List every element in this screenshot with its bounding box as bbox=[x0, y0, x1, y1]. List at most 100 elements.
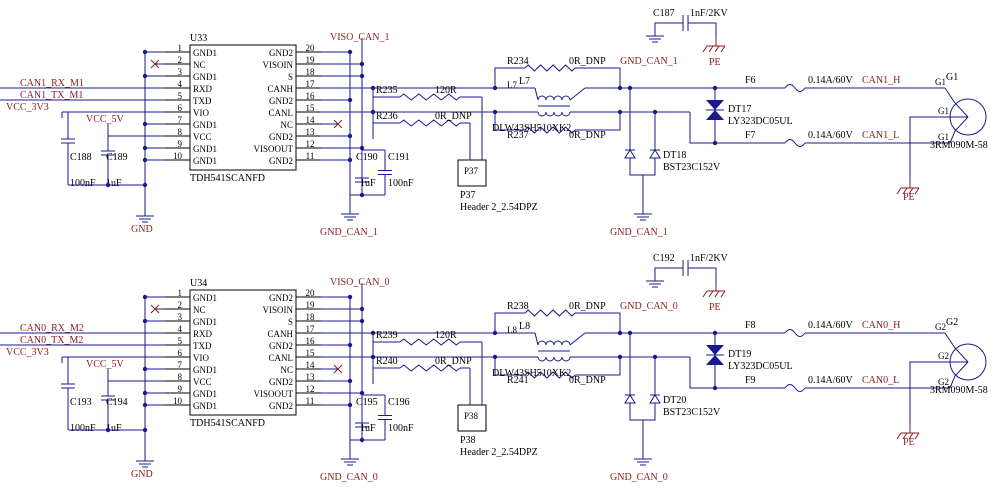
fuse-symbol bbox=[784, 384, 806, 392]
header-part-number: Header 2_2.54DPZ bbox=[460, 202, 538, 213]
ic-pin-name: VCC bbox=[193, 377, 212, 387]
ic-pin-name: CANH bbox=[267, 84, 293, 94]
ic-pin-name: GND1 bbox=[193, 48, 217, 58]
fuse-rating: 0.14A/60V bbox=[808, 130, 854, 141]
isolated-ground-net-label: GND_CAN_1 bbox=[610, 227, 668, 238]
ic-pin-number: 8 bbox=[178, 127, 183, 137]
connector-pin-2: G1 bbox=[938, 106, 949, 116]
capacitor-value: 100nF bbox=[388, 178, 414, 189]
ground-symbol bbox=[341, 208, 359, 221]
junction-dot bbox=[142, 182, 148, 188]
no-connect-marker bbox=[150, 304, 160, 314]
ic-pin-name: VISOIN bbox=[263, 305, 294, 315]
junction-dot bbox=[142, 366, 148, 372]
ic-pin-name: VIO bbox=[193, 108, 209, 118]
connector-reference: G1 bbox=[946, 72, 958, 83]
resistor-reference: R234 bbox=[507, 56, 529, 67]
resistor-reference: R239 bbox=[376, 330, 398, 341]
header-pin-1: P38 bbox=[464, 411, 479, 421]
fuse-rating: 0.14A/60V bbox=[808, 375, 854, 386]
resistor-reference: R238 bbox=[507, 301, 529, 312]
can-low-net-label: CAN1_L bbox=[862, 130, 899, 141]
fuse-reference: F9 bbox=[745, 375, 756, 386]
connector-pin-1: G2 bbox=[935, 322, 946, 332]
ic-pin-name: VISOOUT bbox=[254, 144, 294, 154]
isolated-ground-net-label: GND_CAN_0 bbox=[610, 472, 668, 483]
junction-dot bbox=[359, 390, 365, 396]
junction-dot bbox=[347, 342, 353, 348]
resistor-value: 0R_DNP bbox=[569, 56, 606, 67]
ic-pin-name: GND2 bbox=[269, 48, 293, 58]
ic-pin-number: 5 bbox=[178, 91, 183, 101]
header-pin-1: P37 bbox=[464, 166, 479, 176]
junction-dot bbox=[712, 330, 718, 336]
ic-part-number: TDH541SCANFD bbox=[190, 418, 265, 429]
ic-pin-number: 1 bbox=[178, 288, 183, 298]
no-connect-marker bbox=[333, 364, 343, 374]
capacitor-reference: C192 bbox=[653, 253, 675, 264]
resistor-value: 0R_DNP bbox=[435, 111, 472, 122]
tx-net-label: CAN1_TX_M1 bbox=[20, 90, 83, 101]
junction-dot bbox=[347, 97, 353, 103]
ic-pin-number: 2 bbox=[178, 300, 183, 310]
junction-dot bbox=[712, 385, 718, 391]
junction-dot bbox=[492, 85, 498, 91]
ic-pin-number: 11 bbox=[306, 396, 315, 406]
ground-symbol bbox=[136, 455, 154, 468]
junction-dot bbox=[142, 318, 148, 324]
tx-net-label: CAN0_TX_M2 bbox=[20, 335, 83, 346]
ic-pin-number: 17 bbox=[306, 324, 316, 334]
connector-pin-3: G2 bbox=[938, 377, 949, 387]
protective-earth-symbol bbox=[702, 38, 726, 53]
header-part-number: Header 2_2.54DPZ bbox=[460, 447, 538, 458]
ic-pin-name: GND1 bbox=[193, 72, 217, 82]
tvs-reference: DT18 bbox=[663, 150, 686, 161]
junction-dot bbox=[142, 157, 148, 163]
junction-dot bbox=[347, 378, 353, 384]
ic-pin-name: NC bbox=[280, 365, 293, 375]
resistor-value: 0R_DNP bbox=[435, 356, 472, 367]
junction-dot bbox=[105, 427, 111, 433]
junction-dot bbox=[142, 73, 148, 79]
ic-pin-number: 10 bbox=[173, 396, 183, 406]
junction-dot bbox=[105, 182, 111, 188]
ic-pin-number: 15 bbox=[306, 103, 316, 113]
isolated-ground-net-label: GND_CAN_0 bbox=[620, 301, 678, 312]
ic-pin-number: 13 bbox=[306, 372, 316, 382]
ic-pin-name: VCC bbox=[193, 132, 212, 142]
junction-dot bbox=[142, 427, 148, 433]
connector-reference: G2 bbox=[946, 317, 958, 328]
ic-pin-name: TXD bbox=[193, 341, 212, 351]
ic-pin-number: 12 bbox=[306, 384, 315, 394]
protective-earth-symbol bbox=[896, 180, 920, 195]
fuse-symbol bbox=[784, 84, 806, 92]
junction-dot bbox=[359, 318, 365, 324]
vcc-5v-net-label: VCC_5V bbox=[86, 359, 125, 370]
capacitor-reference: C188 bbox=[70, 152, 92, 163]
connector-part-number: 3RM090M-58 bbox=[930, 140, 988, 151]
ic-pin-name: VIO bbox=[193, 353, 209, 363]
junction-dot bbox=[347, 49, 353, 55]
ic-pin-number: 16 bbox=[306, 336, 316, 346]
capacitor-value: 100nF bbox=[70, 178, 96, 189]
junction-dot bbox=[347, 133, 353, 139]
ic-pin-name: GND2 bbox=[269, 377, 293, 387]
tvs-part-number: BST23C152V bbox=[663, 407, 721, 418]
ic-pin-number: 17 bbox=[306, 79, 316, 89]
